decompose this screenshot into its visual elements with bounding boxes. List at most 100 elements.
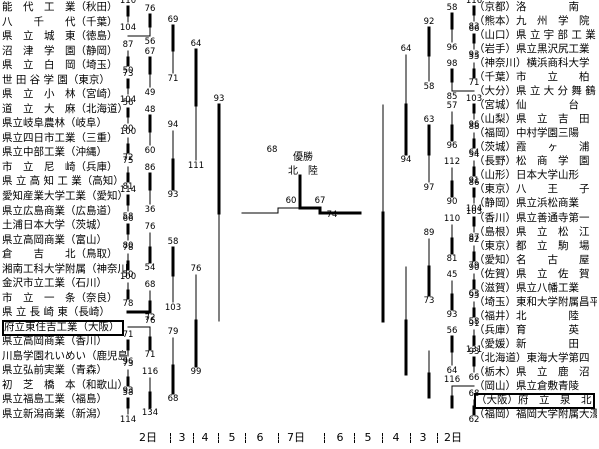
- final-score: 68: [266, 145, 278, 155]
- team-name-left: 八 千 代（千葉）: [2, 16, 118, 28]
- team-name-right: （山口）県 立 宇 部 工 業: [474, 29, 596, 41]
- team-name-left: 沼 津 学 園（静岡）: [2, 45, 118, 57]
- day-separator: [218, 433, 219, 443]
- team-name-left: 金沢市立工業（石川）: [2, 277, 107, 289]
- match-score: 81: [446, 254, 458, 264]
- team-name-left: 湘南工科大学附属（神奈川）: [2, 263, 127, 275]
- team-name-right: （長野）松 商 学 園: [474, 155, 590, 167]
- team-name-left: 県立高岡商業（富山）: [2, 234, 107, 246]
- match-score: 58: [122, 388, 134, 398]
- match-score: 45: [446, 270, 458, 280]
- match-score: 76: [190, 264, 202, 274]
- team-name-left: 市 立 一 条（奈良）: [2, 292, 118, 304]
- day-separator: [437, 433, 438, 443]
- champion-label: 優勝: [293, 152, 313, 163]
- final-score: 74: [326, 210, 338, 220]
- team-name-right: （埼玉）東和大学附属昌平: [474, 296, 597, 308]
- match-score: 96: [446, 43, 458, 53]
- match-score: 90: [122, 124, 134, 134]
- team-name-right: （兵庫）育 英: [474, 324, 579, 336]
- match-score: 93: [446, 310, 458, 320]
- day-separator: [193, 433, 194, 443]
- match-score: 81: [122, 182, 134, 192]
- match-score: 48: [144, 105, 156, 115]
- day-separator: [278, 433, 279, 443]
- match-score: 112: [443, 157, 461, 167]
- team-name-left: 府立東住吉工業（大阪）: [2, 320, 124, 336]
- match-score: 104: [119, 23, 137, 33]
- match-score: 100: [119, 127, 137, 137]
- team-name-right: （香川）県立善通寺第一: [474, 212, 590, 224]
- match-score: 94: [400, 155, 412, 165]
- match-score: 96: [468, 120, 480, 130]
- match-score: 116: [141, 367, 159, 377]
- match-score: 54: [144, 263, 156, 273]
- team-name-right: （福井）北 陸: [474, 310, 579, 322]
- match-score: 50: [122, 66, 134, 76]
- match-score: 62: [468, 415, 480, 425]
- match-score: 66: [122, 214, 134, 224]
- match-score: 98: [446, 59, 458, 69]
- match-score: 36: [144, 205, 156, 215]
- team-name-right: （熊本）九 州 学 院: [474, 15, 590, 27]
- match-score: 82: [468, 235, 480, 245]
- team-name-right: （滋賀）県立八幡工業: [474, 282, 579, 294]
- day-label: 3: [178, 431, 186, 444]
- team-name-right: （東京）都 立 駒 場: [474, 240, 590, 252]
- team-name-left: 県立高岡商業（香川）: [2, 335, 107, 347]
- team-name-right: （北海道）東海大学第四: [474, 352, 590, 364]
- day-label: 4: [201, 431, 209, 444]
- match-score: 72: [122, 153, 134, 163]
- team-name-left: 県立福島工業（福島）: [2, 393, 107, 405]
- match-score: 79: [468, 261, 480, 271]
- team-name-right: （佐賀）県 立 佐 賀 北: [474, 268, 597, 280]
- match-score: 111: [187, 161, 205, 171]
- team-name-right: （神奈川）横浜商科大学: [474, 57, 590, 69]
- match-score: 92: [423, 17, 435, 27]
- team-name-right: （大阪）府 立 泉 北: [474, 393, 595, 409]
- team-name-right: （福岡）中村学園三陽: [474, 127, 579, 139]
- team-name-left: 倉 吉 北（鳥取）: [2, 248, 118, 260]
- match-score: 116: [443, 375, 461, 385]
- match-score: 90: [446, 197, 458, 207]
- team-name-right: （福岡）福岡大学附属大濠: [474, 408, 597, 420]
- match-score: 76: [144, 316, 156, 326]
- match-score: 63: [468, 289, 480, 299]
- match-score: 50: [122, 270, 134, 280]
- team-name-left: 県立岐阜農林（岐阜）: [2, 117, 107, 129]
- match-score: 86: [468, 178, 480, 188]
- champion-team: 北 陸: [288, 166, 318, 177]
- team-name-left: 県立新潟商業（新潟）: [2, 408, 107, 420]
- day-label: 6: [256, 431, 264, 444]
- team-name-left: 能 代 工 業（秋田）: [2, 1, 118, 13]
- day-label: 5: [364, 431, 372, 444]
- match-score: 71: [144, 350, 156, 360]
- team-name-left: 県立四日市工業（三重）: [2, 132, 118, 144]
- team-name-right: （山梨）県 立 吉 田: [474, 113, 590, 125]
- team-name-left: 県 立 高 知 工 業（高知）: [2, 175, 124, 187]
- day-separator: [245, 433, 246, 443]
- match-score: 93: [468, 50, 480, 60]
- match-score: 94: [167, 120, 179, 130]
- match-score: 68: [167, 394, 179, 404]
- match-score: 58: [122, 212, 134, 222]
- match-score: 66: [468, 373, 480, 383]
- team-name-right: （島根）県 立 松 江 東: [474, 226, 597, 238]
- match-score: 58: [468, 317, 480, 327]
- team-name-left: 県立弘前実業（青森）: [2, 364, 107, 376]
- match-score: 58: [167, 237, 179, 247]
- match-score: 99: [190, 367, 202, 377]
- match-score: 69: [167, 15, 179, 25]
- day-label: 6: [336, 431, 344, 444]
- match-score: 64: [400, 44, 412, 54]
- match-score: 68: [144, 280, 156, 290]
- match-score: 68: [468, 389, 480, 399]
- day-label: 2日: [139, 431, 157, 444]
- team-name-left: 市 立 尼 崎（兵庫）: [2, 161, 118, 173]
- match-score: 79: [167, 327, 179, 337]
- match-score: 87: [468, 233, 480, 243]
- team-name-right: （東京）八 王 子: [474, 183, 590, 195]
- match-score: 72: [144, 313, 156, 323]
- match-score: 63: [423, 115, 435, 125]
